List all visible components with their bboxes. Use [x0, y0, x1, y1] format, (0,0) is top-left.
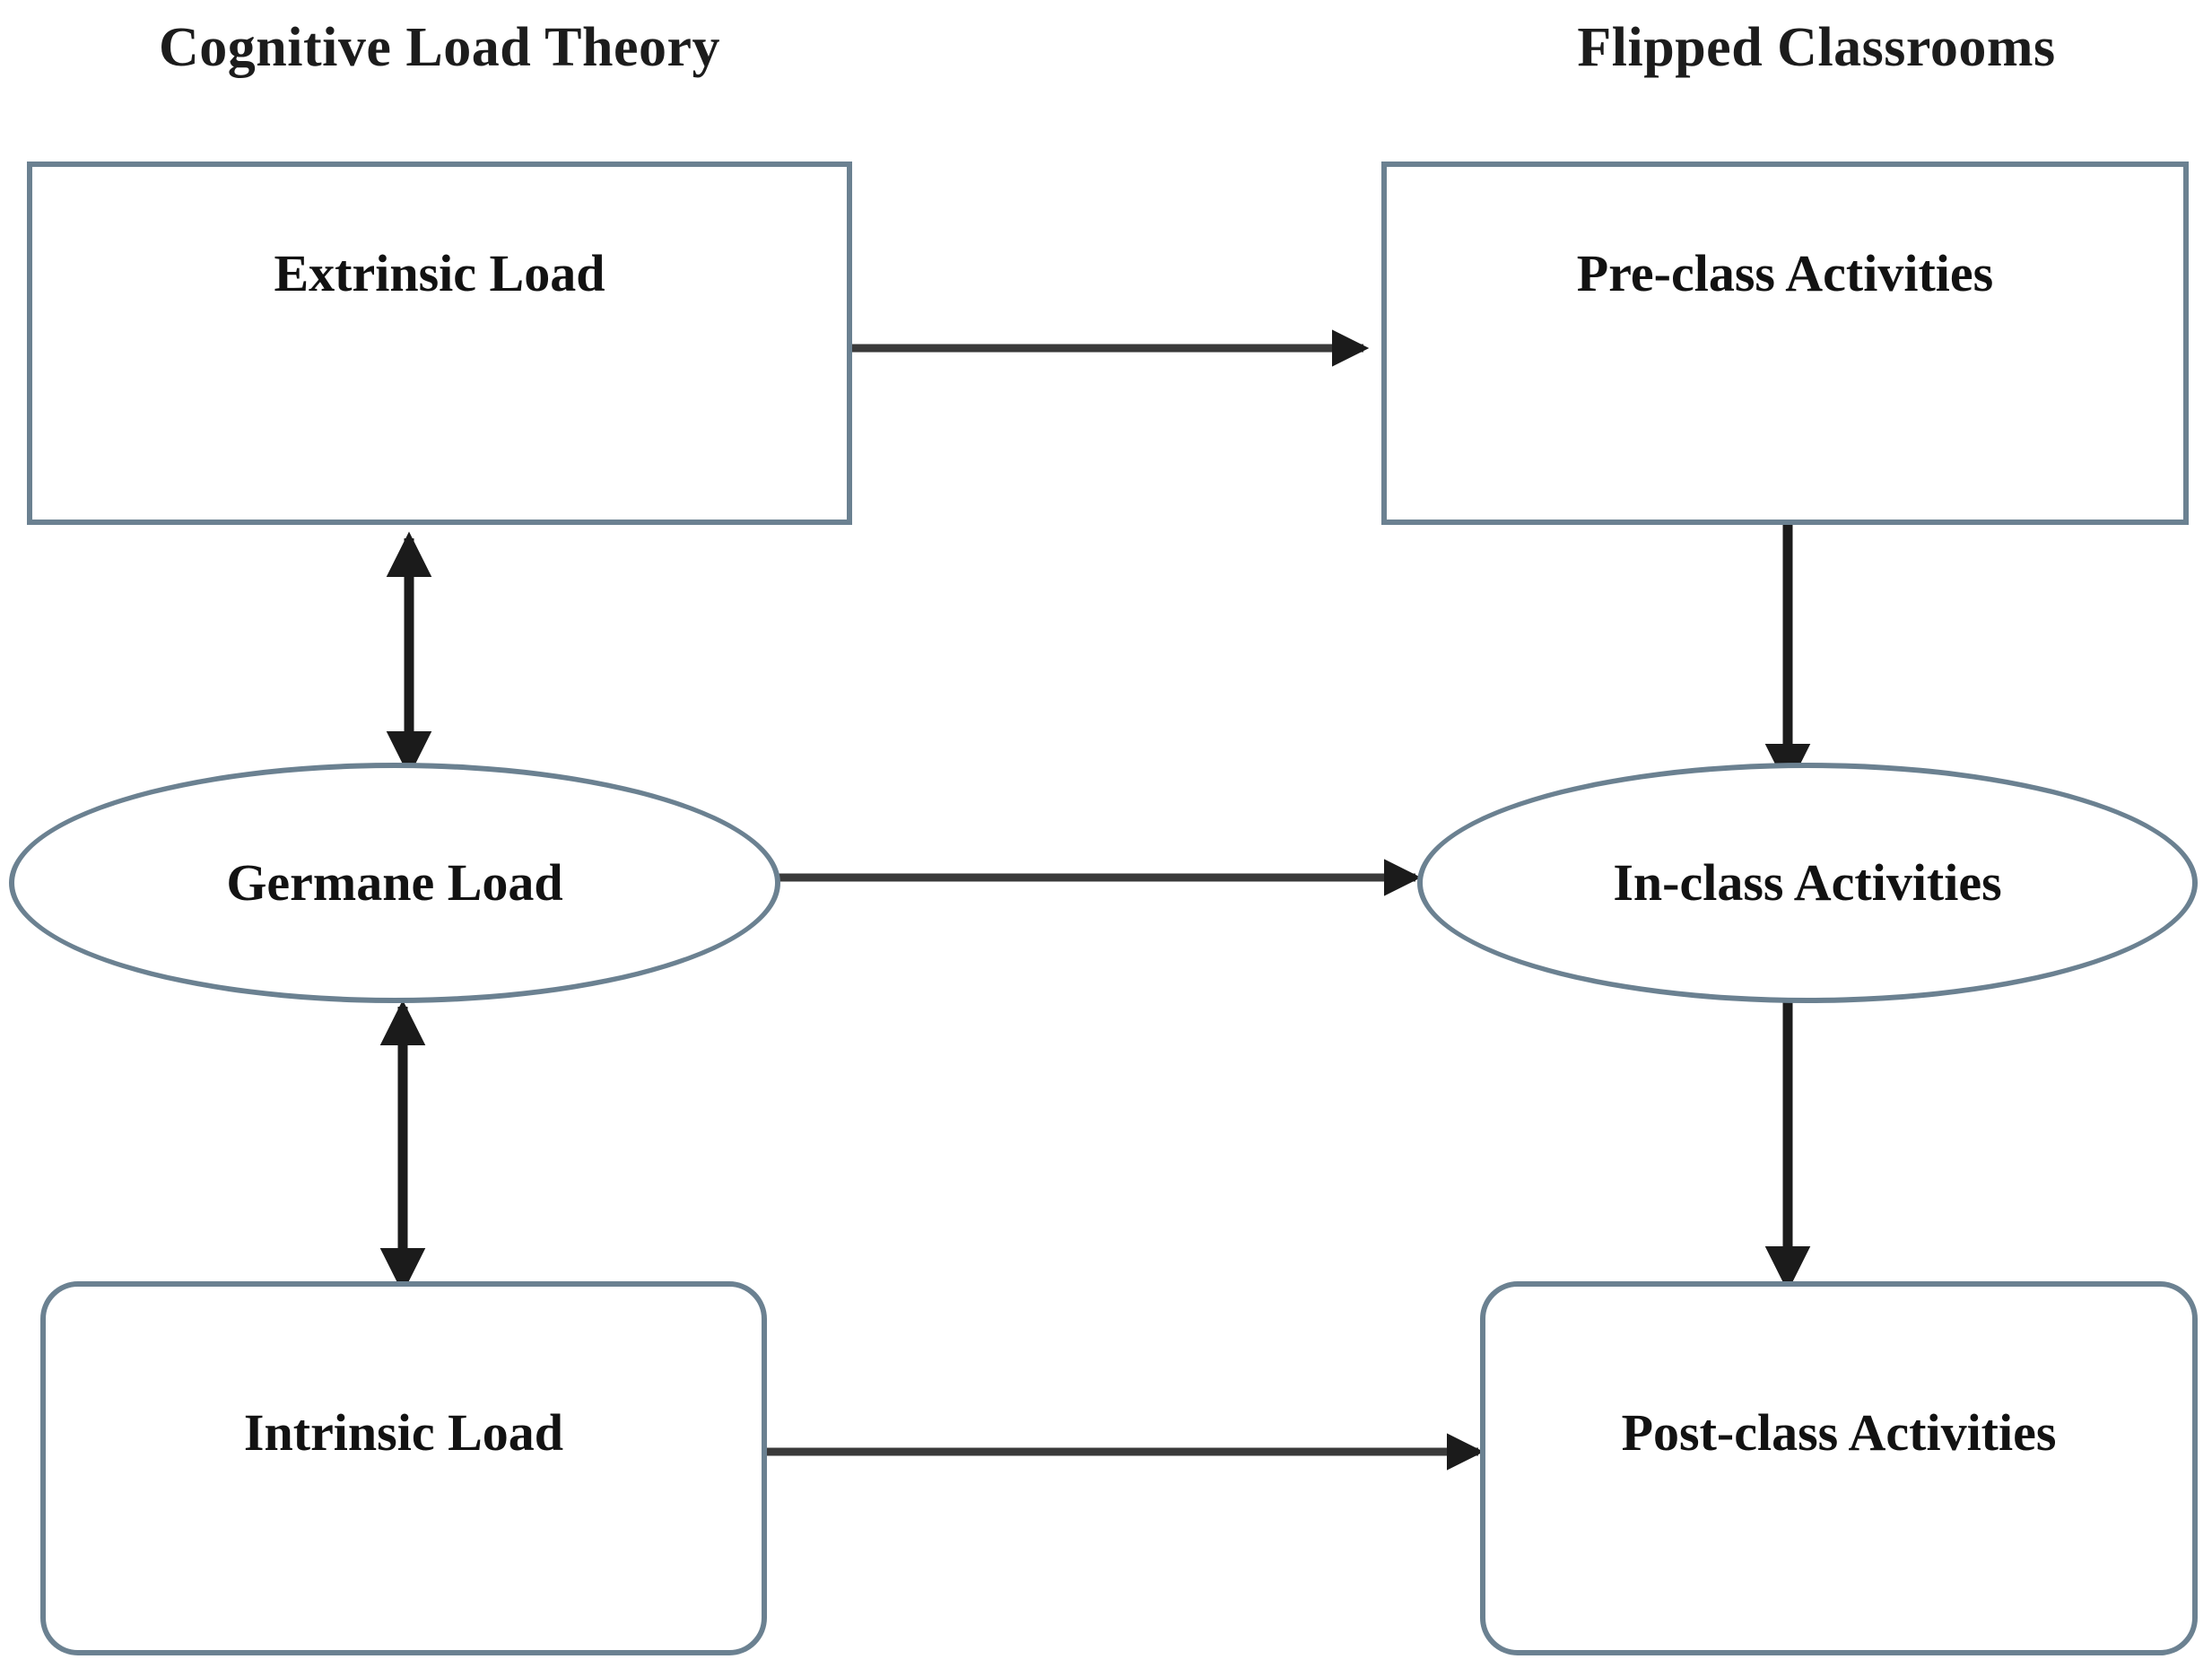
- node-post-class-activities[interactable]: Post-class Activities: [1480, 1281, 2198, 1655]
- node-label-extrinsic-load: Extrinsic Load: [274, 243, 605, 302]
- node-extrinsic-load[interactable]: Extrinsic Load: [27, 162, 852, 525]
- column-header-cognitive-load-theory: Cognitive Load Theory: [159, 17, 720, 78]
- node-label-intrinsic-load: Intrinsic Load: [243, 1402, 564, 1462]
- node-label-post-class-activities: Post-class Activities: [1621, 1402, 2057, 1462]
- node-germane-load[interactable]: Germane Load: [9, 763, 780, 1003]
- column-header-flipped-classrooms: Flipped Classrooms: [1577, 17, 2056, 78]
- node-label-pre-class-activities: Pre-class Activities: [1576, 243, 1994, 302]
- node-label-in-class-activities: In-class Activities: [1613, 853, 2002, 912]
- node-in-class-activities[interactable]: In-class Activities: [1417, 763, 2198, 1003]
- node-intrinsic-load[interactable]: Intrinsic Load: [40, 1281, 767, 1655]
- node-pre-class-activities[interactable]: Pre-class Activities: [1381, 162, 2189, 525]
- node-label-germane-load: Germane Load: [226, 853, 563, 912]
